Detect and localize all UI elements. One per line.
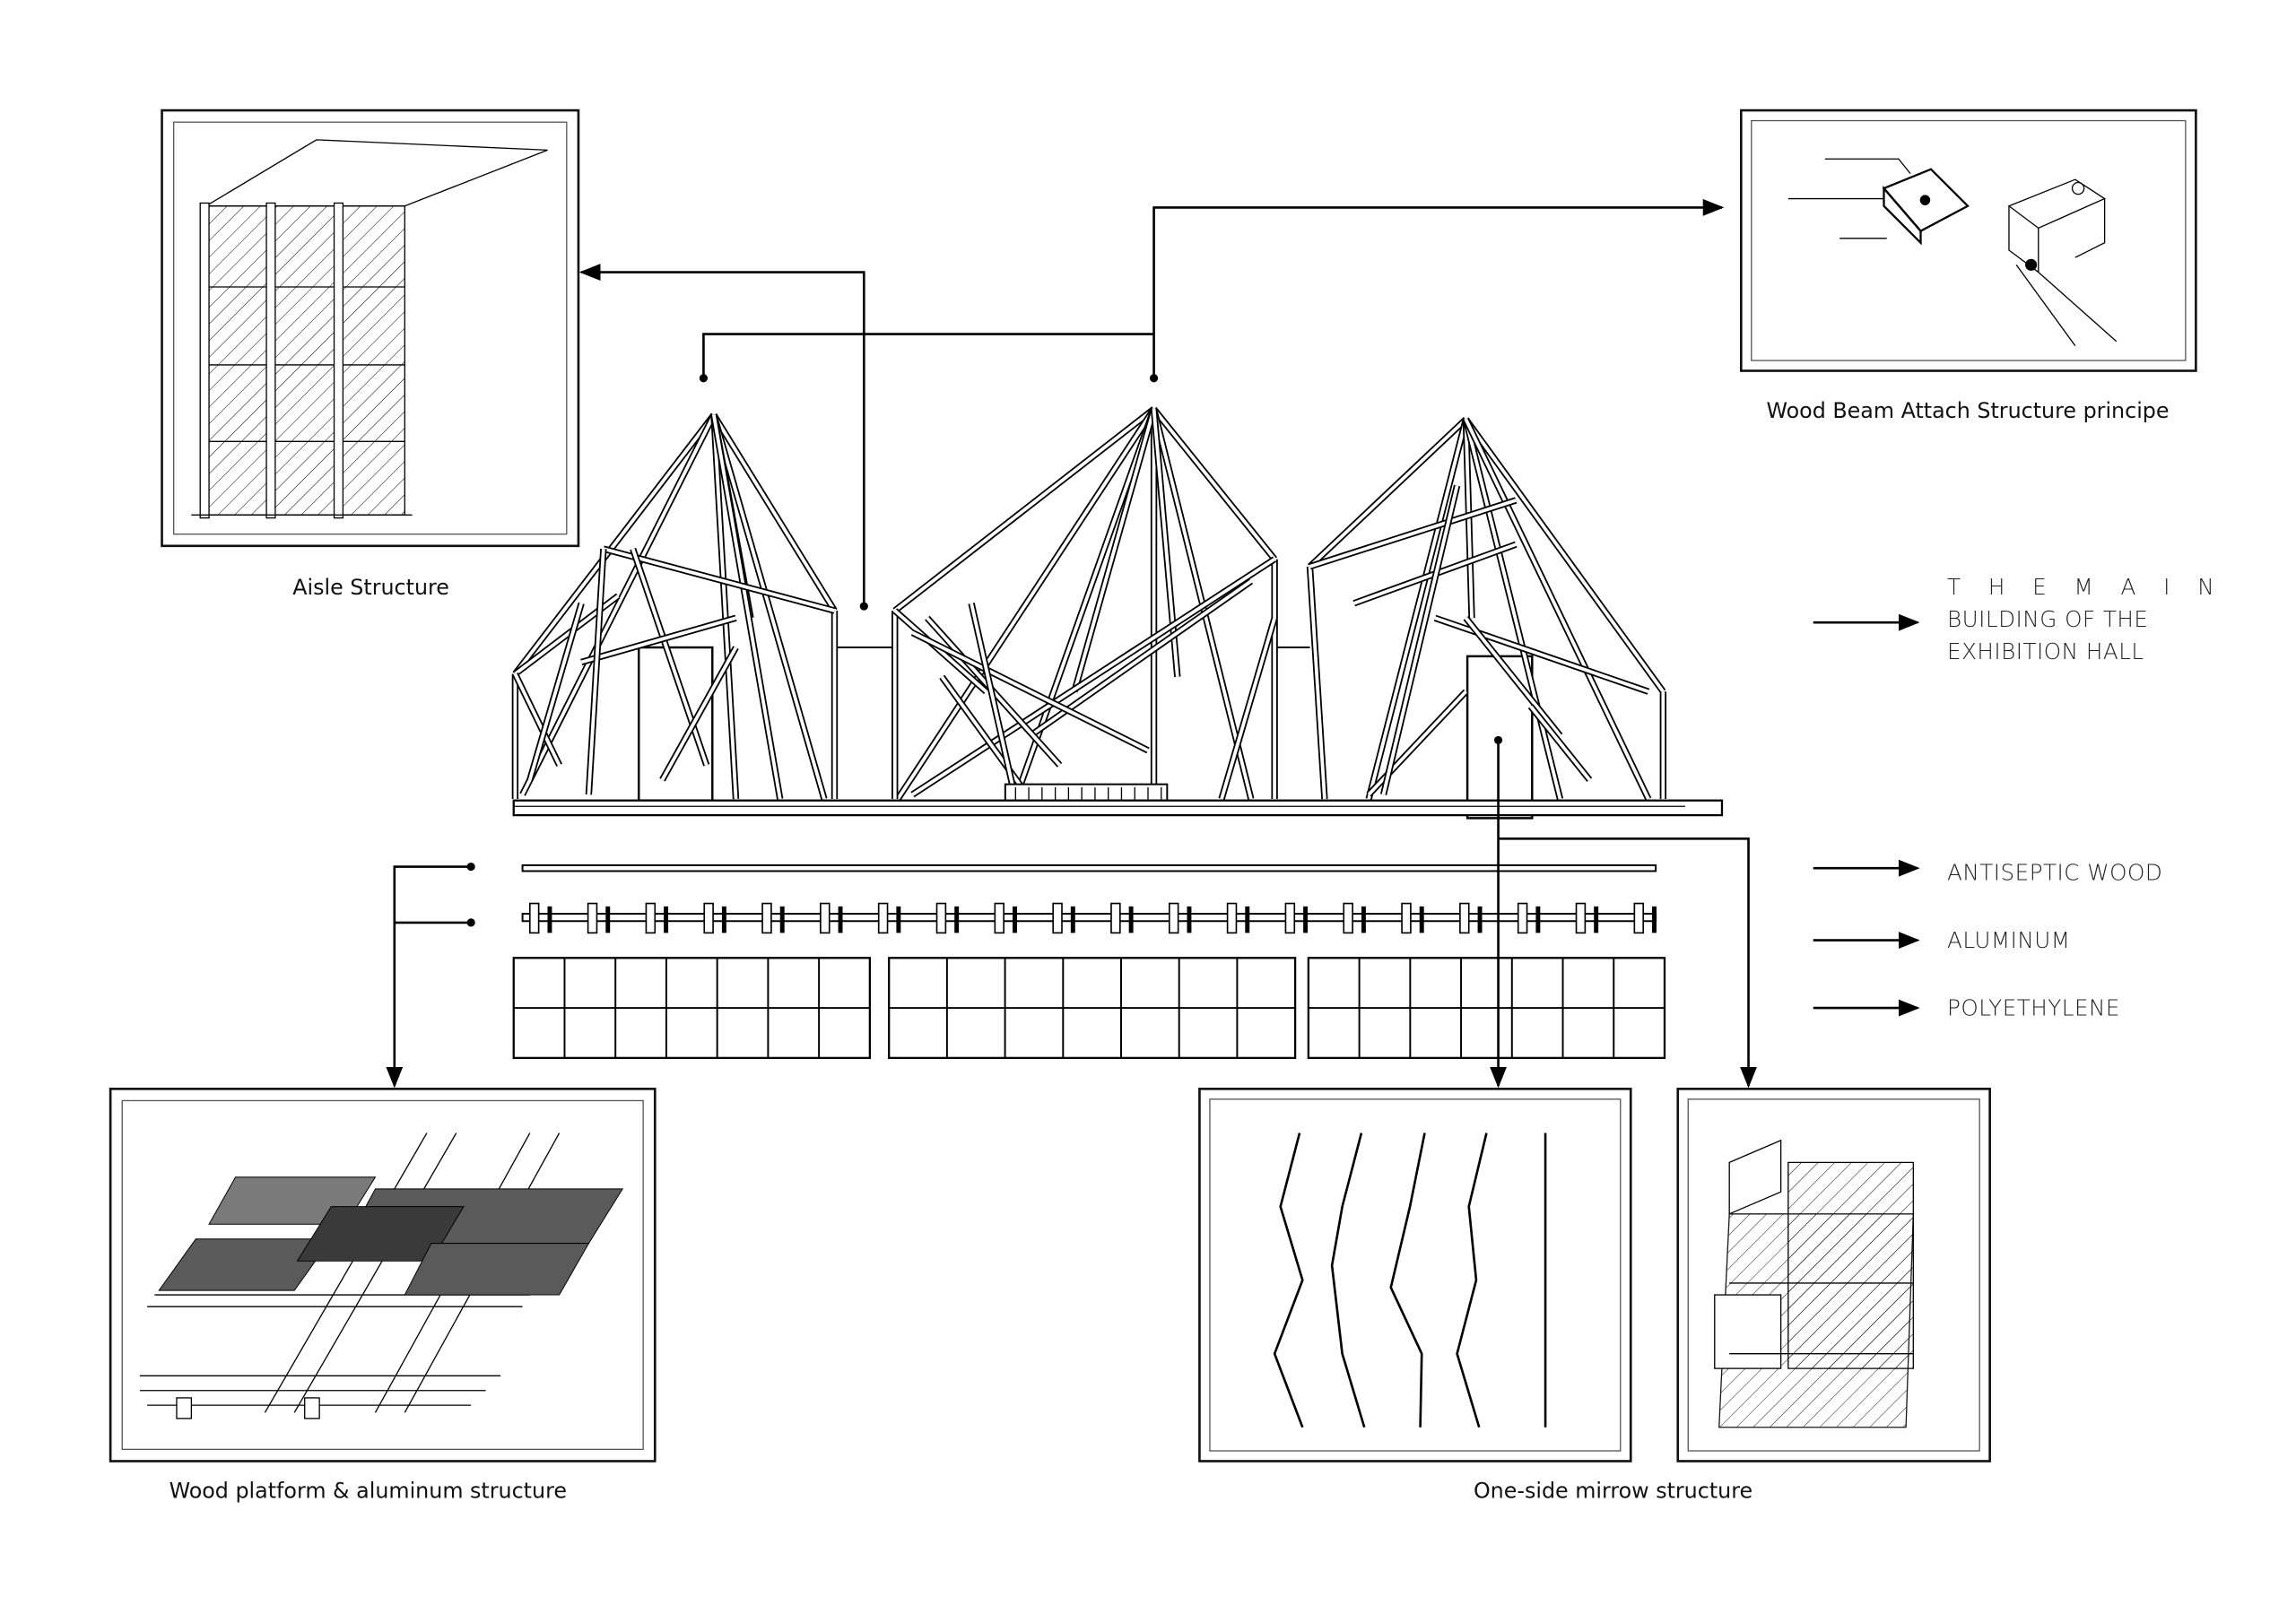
aluminum-connector [761, 902, 772, 934]
aluminum-connector [877, 902, 889, 934]
polyethylene-panel-group [888, 957, 1297, 1060]
connector-lines [386, 198, 1757, 1089]
legend-main-building-line1: T H E M A I N [1947, 574, 2224, 600]
aluminum-connector [1110, 902, 1121, 934]
aluminum-connector [1575, 902, 1587, 934]
polyethylene-panel-group [1307, 957, 1666, 1060]
aluminum-connector [528, 902, 540, 934]
wood-beam-attach-panel [1740, 108, 2197, 372]
aluminum-connector [1401, 902, 1412, 934]
aluminum-connector [1343, 902, 1353, 934]
aisle-structure-sketch [191, 139, 548, 519]
aluminum-connector [1633, 902, 1645, 934]
aluminum-connector [1459, 902, 1470, 934]
aluminum-connector [820, 902, 831, 934]
legend-polyethylene: POLYETHYLENE [1947, 994, 2120, 1020]
legend-aluminum: ALUMINUM [1947, 927, 2070, 953]
mirror-structure-panel-right [1676, 1088, 1991, 1462]
wood-beam-attach-sketch [1787, 158, 2118, 347]
polyethylene-panel-group [512, 957, 872, 1060]
caption-mirror-structure: One-side mirrow structure [1474, 1479, 1752, 1504]
antiseptic-wood-layer [521, 864, 1657, 872]
mirror-grid-sketch [1714, 1139, 1914, 1428]
caption-aisle-structure: Aisle Structure [292, 575, 449, 600]
polyethylene-layer [512, 957, 1666, 1060]
legend: T H E M A I N BUILDING OF THE EXHIBITION… [1813, 574, 2224, 1020]
wood-platform-sketch [139, 1133, 624, 1419]
caption-wood-platform: Wood platform & aluminum structure [170, 1479, 567, 1504]
main-building-elevation [511, 406, 1724, 820]
aluminum-connector [994, 902, 1005, 934]
aluminum-connector [1284, 902, 1296, 934]
legend-main-building-line2: BUILDING OF THE [1947, 606, 2148, 632]
aluminum-connector [1168, 902, 1179, 934]
aluminum-connector [1052, 902, 1063, 934]
stage [1004, 783, 1169, 802]
legend-main-building-line3: EXHIBITION HALL [1947, 638, 2144, 664]
aluminum-layer [521, 902, 1657, 934]
ground-platform [512, 799, 1724, 817]
aluminum-connector [1226, 902, 1238, 934]
caption-wood-beam-attach: Wood Beam Attach Structure principe [1767, 398, 2170, 423]
aluminum-connector [587, 902, 598, 934]
mirror-structure-panel-left [1198, 1088, 1632, 1462]
legend-antiseptic-wood: ANTISEPTIC WOOD [1947, 859, 2162, 885]
aluminum-connector [645, 902, 657, 934]
aluminum-connector [703, 902, 714, 934]
aluminum-connector [935, 902, 947, 934]
wood-platform-panel [109, 1088, 657, 1462]
aisle-structure-panel [161, 108, 580, 548]
aluminum-connector [1517, 902, 1528, 934]
mirror-frames-sketch [1273, 1133, 1547, 1428]
